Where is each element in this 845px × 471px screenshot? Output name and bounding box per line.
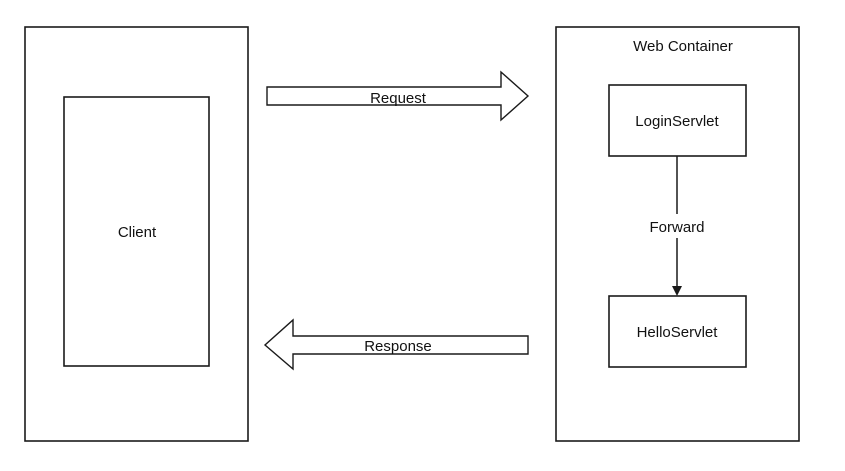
client-box	[63, 96, 210, 367]
hello-servlet-label: HelloServlet	[637, 324, 719, 341]
forward-arrowhead-icon	[672, 286, 682, 296]
client-label: Client	[118, 224, 157, 241]
login-servlet-label: LoginServlet	[635, 113, 719, 130]
response-label: Response	[364, 338, 432, 355]
response-arrow-icon	[263, 318, 529, 371]
web-container-title: Web Container	[633, 38, 733, 55]
request-label: Request	[370, 90, 427, 107]
forward-label-background	[640, 214, 714, 238]
request-arrow-icon	[266, 70, 530, 122]
login-servlet-box	[608, 84, 747, 157]
hello-servlet-box	[608, 295, 747, 368]
forward-label: Forward	[649, 219, 704, 236]
